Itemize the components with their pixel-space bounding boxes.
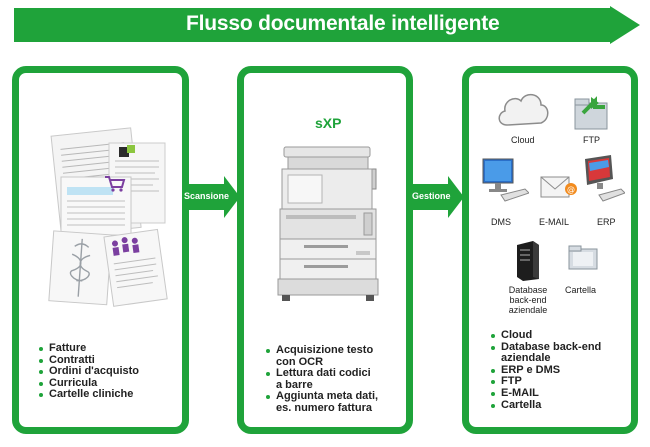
database-server-icon — [517, 241, 539, 281]
erp-computer-icon — [585, 155, 625, 202]
page-title: Flusso documentale intelligente — [186, 12, 500, 35]
manage-label: Gestione — [412, 191, 451, 201]
list-item: E-MAIL — [491, 387, 611, 400]
erp-label: ERP — [597, 217, 616, 227]
list-item: Curricula — [39, 377, 139, 390]
list-item: Cloud — [491, 329, 611, 342]
scan-connector-arrow: Scansione — [182, 176, 240, 218]
database-label: Database back-end aziendale — [508, 285, 548, 315]
list-item: Database back-end aziendale — [491, 341, 611, 365]
scan-label: Scansione — [184, 191, 230, 201]
svg-text:@: @ — [567, 185, 575, 194]
document-types-list: Fatture Contratti Ordini d'acquisto Curr… — [39, 342, 139, 401]
list-item: Cartella — [491, 399, 611, 412]
cloud-icon — [498, 93, 549, 126]
cloud-label: Cloud — [511, 135, 535, 145]
list-item: Lettura dati codici a barre — [266, 367, 376, 391]
list-item: Cartelle cliniche — [39, 389, 139, 401]
documents-stack-icon — [48, 127, 168, 307]
list-item: Aggiunta meta dati, es. numero fattura — [266, 391, 396, 414]
manage-connector-arrow: Gestione — [406, 176, 464, 218]
list-item: FTP — [491, 376, 611, 388]
email-label: E-MAIL — [539, 217, 570, 227]
banner-arrow-shape — [14, 6, 640, 44]
multifunction-printer-icon — [277, 146, 379, 301]
email-envelope-icon: @ — [540, 176, 577, 198]
folder-label: Cartella — [565, 285, 597, 295]
list-item: Ordini d'acquisto — [39, 366, 139, 378]
destinations-list: Cloud Database back-end aziendale ERP e … — [491, 329, 611, 412]
header-banner: Flusso documentale intelligente — [14, 6, 640, 44]
sxp-panel: sXP Acquisizione testo con OCR Lettura d… — [237, 66, 413, 434]
dms-computer-icon — [482, 158, 529, 202]
input-documents-panel: Fatture Contratti Ordini d'acquisto Curr… — [12, 66, 189, 434]
sxp-features-list: Acquisizione testo con OCR Lettura dati … — [266, 344, 396, 415]
ftp-folder-icon — [574, 96, 608, 130]
folder-icon — [568, 245, 598, 270]
list-item: Contratti — [39, 354, 139, 367]
dms-label: DMS — [491, 217, 511, 227]
ftp-label: FTP — [583, 135, 600, 145]
list-item: Acquisizione testo con OCR — [266, 344, 390, 368]
list-item: ERP e DMS — [491, 364, 611, 377]
sxp-title: sXP — [315, 115, 342, 131]
output-destinations-panel: Cloud FTP DMS @ E-MAIL ERP — [462, 66, 638, 434]
list-item: Fatture — [39, 342, 139, 355]
